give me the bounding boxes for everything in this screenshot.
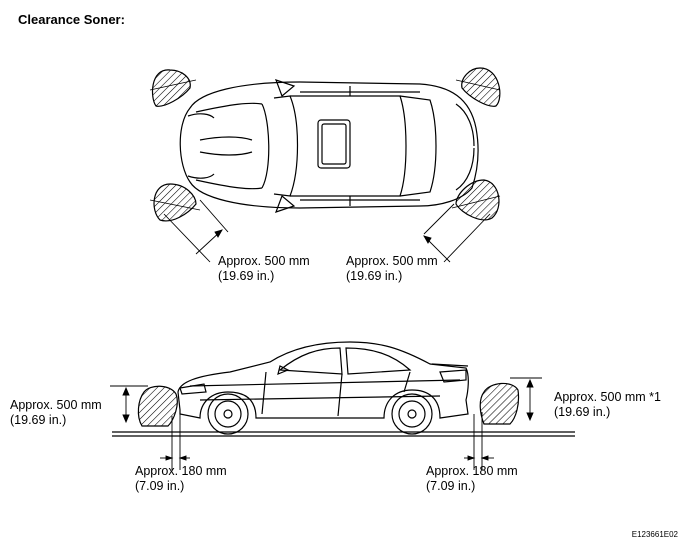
top-left-distance-label: Approx. 500 mm (19.69 in.) [218,254,310,284]
side-right-gap-label: Approx. 180 mm (7.09 in.) [426,464,518,494]
dimension-front-height [110,385,148,424]
side-left-gap-mm: Approx. 180 mm [135,464,227,478]
sensor-zone-rear-right [451,179,501,221]
side-right-height-label: Approx. 500 mm *1 (19.69 in.) [554,390,661,420]
sensor-zone-rear-left [455,67,501,107]
top-right-distance-label: Approx. 500 mm (19.69 in.) [346,254,438,284]
dimension-rear-gap [464,412,494,470]
car-top-view [179,79,479,213]
dimension-front-corner [163,199,229,263]
sensor-zone-rear-side [479,382,520,425]
side-right-gap-in: (7.09 in.) [426,479,476,493]
dimension-rear-height [510,377,542,422]
top-left-distance-mm: Approx. 500 mm [218,254,310,268]
sensor-zone-front-right [149,183,201,222]
sensor-zone-front-left [149,69,197,107]
side-left-height-label: Approx. 500 mm (19.69 in.) [10,398,102,428]
side-right-height-in: (19.69 in.) [554,405,611,419]
top-right-distance-in: (19.69 in.) [346,269,403,283]
car-side-view [112,341,575,437]
side-left-gap-label: Approx. 180 mm (7.09 in.) [135,464,227,494]
sensor-zone-front-side [137,385,178,427]
side-right-height-mm: Approx. 500 mm *1 [554,390,661,404]
diagram-title: Clearance Soner: [18,12,125,27]
side-right-gap-mm: Approx. 180 mm [426,464,518,478]
dimension-front-gap [160,412,190,470]
side-left-height-in: (19.69 in.) [10,413,67,427]
dimension-rear-corner [423,203,491,263]
side-left-gap-in: (7.09 in.) [135,479,185,493]
side-left-height-mm: Approx. 500 mm [10,398,102,412]
top-right-distance-mm: Approx. 500 mm [346,254,438,268]
top-left-distance-in: (19.69 in.) [218,269,275,283]
figure-code: E123661E02 [631,530,678,539]
